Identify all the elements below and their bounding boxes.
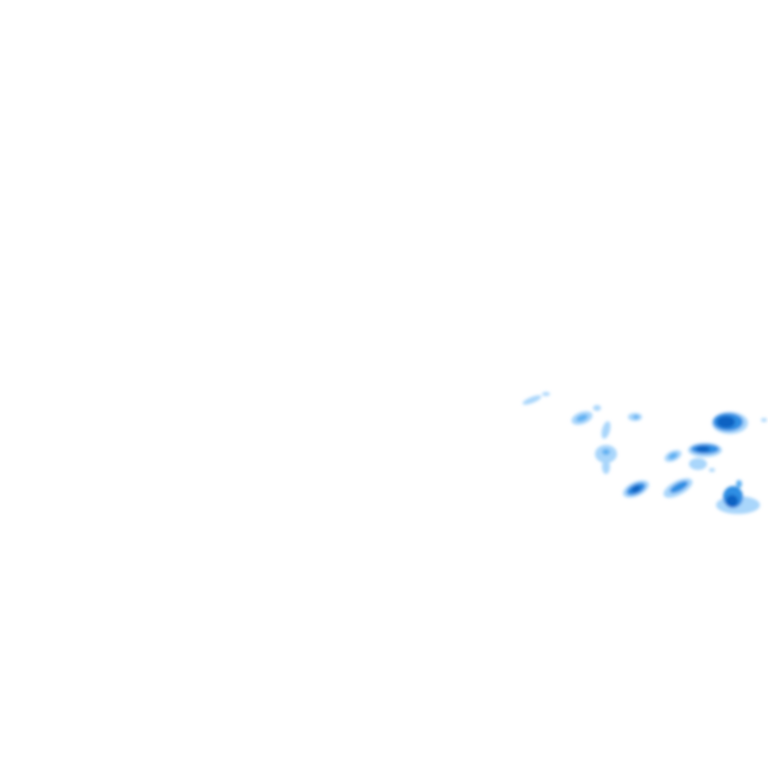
precipitation-layer <box>522 392 767 514</box>
precip-cell <box>595 445 617 474</box>
precip-cell <box>601 421 611 439</box>
precip-medium <box>602 449 610 455</box>
precip-heavy <box>631 485 641 493</box>
precip-medium <box>668 452 678 460</box>
precip-cell <box>688 443 722 472</box>
precip-cell <box>712 412 767 434</box>
precip-light <box>689 458 707 470</box>
precip-light <box>593 405 601 411</box>
precip-medium <box>736 480 742 488</box>
precip-cell <box>522 392 550 405</box>
precip-cell <box>628 413 642 421</box>
precip-strong <box>669 481 689 493</box>
precip-light <box>761 418 767 422</box>
precip-cell <box>716 480 760 514</box>
precip-cell <box>663 478 693 498</box>
precip-light <box>709 468 715 472</box>
precip-light <box>601 421 611 439</box>
precip-heavy <box>696 446 710 452</box>
precip-heavy <box>717 416 735 428</box>
precip-cell <box>622 480 650 498</box>
precip-cell <box>664 450 682 462</box>
precip-cell <box>571 405 601 425</box>
precip-light <box>522 395 542 405</box>
precip-heavy <box>726 495 738 507</box>
precip-light <box>602 460 610 474</box>
precip-medium <box>576 414 588 422</box>
precip-light <box>542 392 550 396</box>
precip-medium <box>633 415 639 419</box>
precip-light <box>746 503 758 511</box>
